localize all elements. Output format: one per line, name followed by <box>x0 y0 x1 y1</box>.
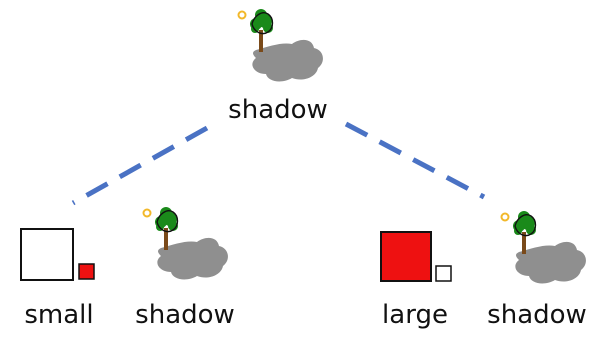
shadow-tree-icon <box>142 206 229 281</box>
shadow-tree-icon <box>500 210 587 285</box>
top-node-label: shadow <box>228 95 328 125</box>
connector-right <box>344 121 486 200</box>
child-label-small: small <box>24 300 94 330</box>
size-large-icon <box>380 231 452 282</box>
child-label-large: large <box>382 300 448 330</box>
connector-left <box>71 125 209 206</box>
shadow-tree-icon <box>237 8 324 83</box>
child-label-shadow-1: shadow <box>135 300 235 330</box>
child-label-shadow-2: shadow <box>487 300 587 330</box>
size-small-icon <box>20 228 95 281</box>
